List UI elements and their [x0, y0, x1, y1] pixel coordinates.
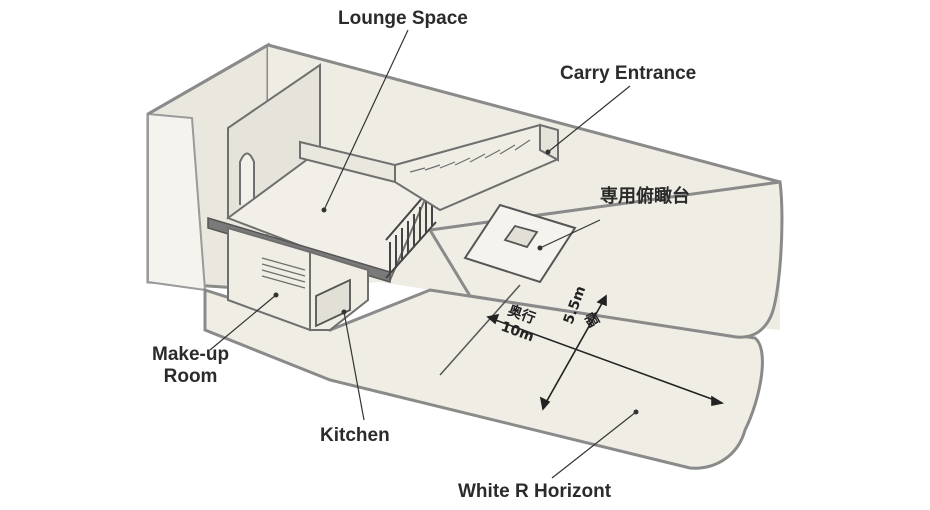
left-outline — [147, 43, 269, 116]
makeup-stairs — [261, 257, 306, 289]
depth-dimension-arrow — [486, 313, 725, 406]
studio-floor — [203, 287, 764, 470]
label-makeup-line1: Make-up — [152, 344, 230, 365]
horizont-floor-edge — [439, 284, 521, 376]
label-kitchen: Kitchen — [320, 425, 390, 446]
label-white-r-horizont: White R Horizont — [458, 481, 612, 502]
width-dimension-arrow — [539, 294, 607, 411]
label-carry-entrance: Carry Entrance — [560, 63, 697, 84]
arch-doorway — [239, 152, 255, 205]
top-outline — [267, 43, 781, 184]
label-platform: 専用俯瞰台 — [600, 186, 690, 207]
label-makeup-room: Make-up Room — [152, 344, 229, 388]
label-makeup-line2: Room — [163, 366, 218, 387]
callout-lines — [209, 29, 637, 479]
platform-hole — [503, 224, 539, 249]
carry-entrance-door — [539, 123, 559, 162]
label-lounge-space: Lounge Space — [338, 8, 468, 29]
kitchen-counter — [315, 278, 351, 328]
stair-steps — [409, 139, 531, 173]
